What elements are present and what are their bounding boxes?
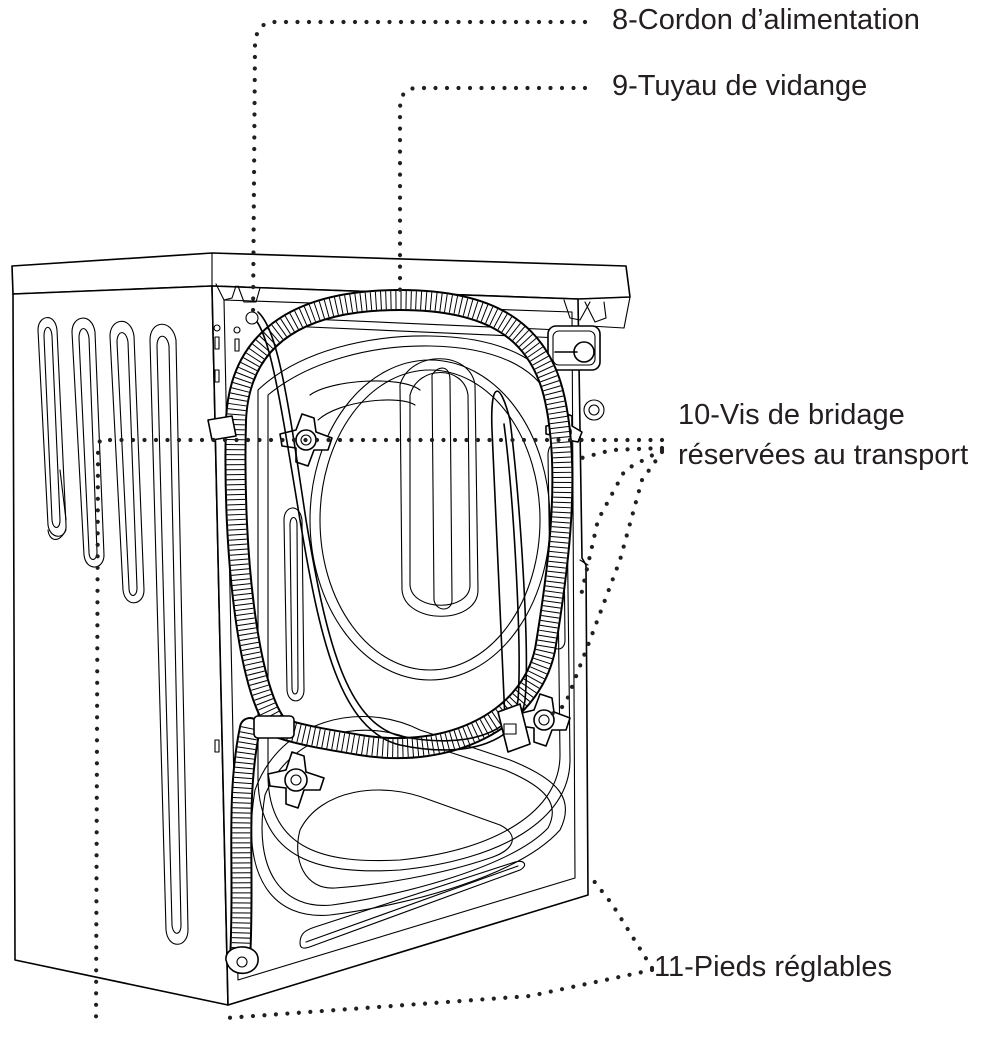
leader-bolt-right bbox=[571, 445, 665, 463]
leader-foot-right bbox=[587, 873, 655, 971]
callout-leaders bbox=[93, 19, 665, 1025]
leader-power-cord bbox=[250, 19, 588, 321]
callout-drain-hose: 9-Tuyau de vidange bbox=[612, 70, 868, 102]
leader-bolt-bottom bbox=[577, 447, 665, 603]
transport-bolts bbox=[267, 411, 583, 809]
callout-adjustable-feet: 11-Pieds réglables bbox=[654, 951, 893, 983]
callout-transport-bolts-line2: réservées au transport bbox=[678, 439, 969, 471]
power-cord-drawing bbox=[245, 311, 531, 753]
leader-drain-hose bbox=[397, 85, 588, 303]
leader-bolt-lower bbox=[543, 449, 665, 721]
drain-hose-drawing bbox=[207, 289, 574, 975]
callout-transport-bolts-line1: 10-Vis de bridage bbox=[678, 399, 905, 431]
inlet-valve bbox=[547, 325, 605, 421]
leader-foot-left bbox=[223, 967, 655, 1021]
side-panel bbox=[12, 285, 229, 1006]
callout-power-cord: 8-Cordon d’alimentation bbox=[612, 4, 920, 36]
